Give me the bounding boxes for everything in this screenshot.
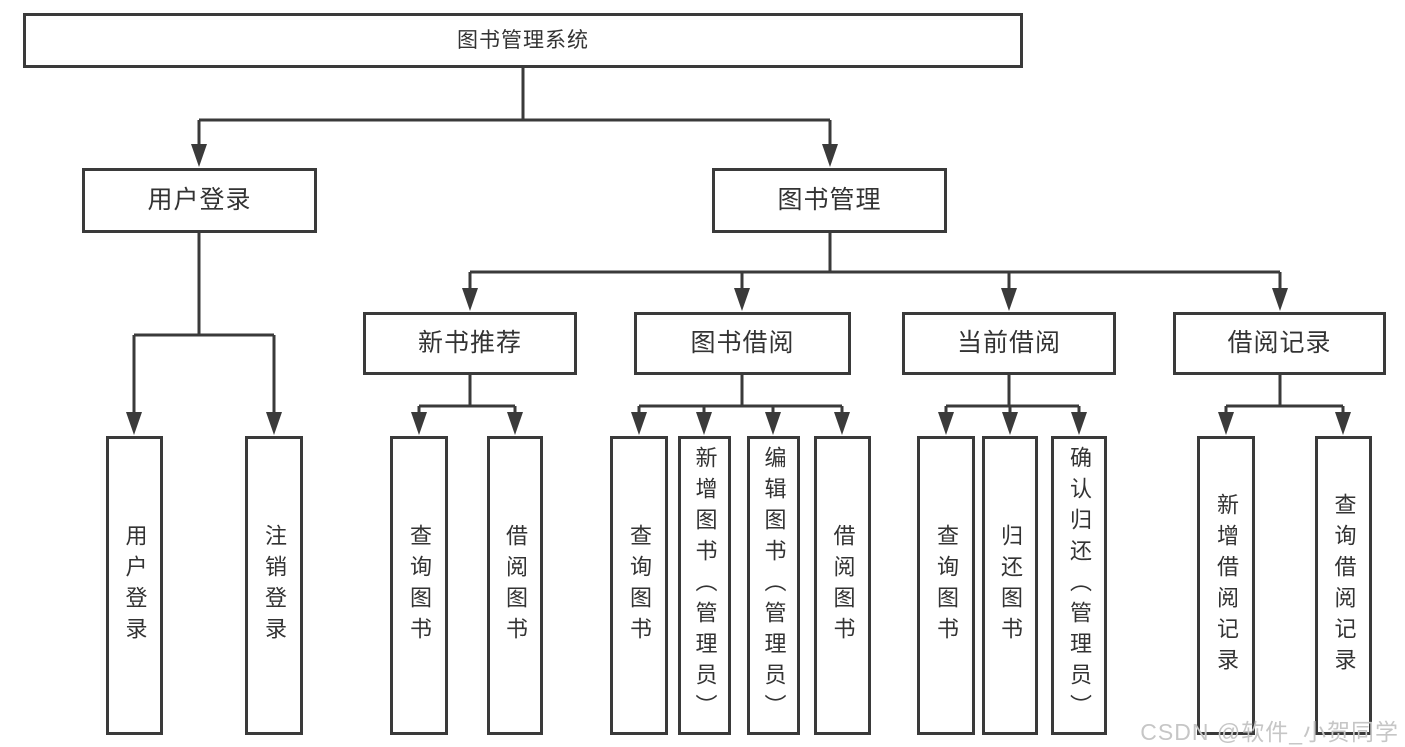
arrowhead-icon	[938, 412, 954, 435]
node-leaf-confirm-return: 确认归还（管理员）	[1051, 436, 1107, 735]
node-label: 新增图书（管理员）	[692, 446, 718, 725]
arrowhead-icon	[734, 288, 750, 311]
arrowhead-icon	[1002, 412, 1018, 435]
node-label: 借阅图书	[830, 523, 856, 648]
arrowhead-icon	[822, 144, 838, 167]
node-leaf-query-books-rec: 查询图书	[390, 436, 448, 735]
node-current-borrowing: 当前借阅	[902, 312, 1116, 375]
node-leaf-add-borrow-rec: 新增借阅记录	[1197, 436, 1255, 735]
arrowhead-icon	[1071, 412, 1087, 435]
node-label: 查询图书	[407, 523, 432, 648]
arrowhead-icon	[266, 412, 282, 435]
arrowhead-icon	[507, 412, 523, 435]
connector-path	[132, 233, 276, 418]
arrowhead-icon	[1218, 412, 1234, 435]
node-label: 借阅记录	[1227, 329, 1332, 357]
node-label: 注销登录	[262, 523, 287, 648]
connector-path	[1224, 375, 1345, 418]
node-label: 确认归还（管理员）	[1067, 446, 1092, 725]
node-leaf-add-book-admin: 新增图书（管理员）	[678, 436, 731, 735]
connector-path	[417, 375, 517, 418]
arrowhead-icon	[696, 412, 712, 435]
arrowhead-icon	[126, 412, 142, 435]
node-label: 查询图书	[627, 523, 652, 648]
arrowhead-icon	[1335, 412, 1351, 435]
node-label: 编辑图书（管理员）	[761, 446, 787, 725]
connector-path	[637, 375, 844, 418]
node-user-login-branch: 用户登录	[82, 168, 317, 233]
node-leaf-logout: 注销登录	[245, 436, 303, 735]
arrowhead-icon	[1001, 288, 1017, 311]
node-leaf-query-books-cur: 查询图书	[917, 436, 975, 735]
node-leaf-borrow-books-rec: 借阅图书	[487, 436, 543, 735]
node-book-borrowing: 图书借阅	[634, 312, 851, 375]
connector-path	[468, 233, 1282, 294]
arrowhead-icon	[1272, 288, 1288, 311]
node-leaf-borrow-books-bor: 借阅图书	[814, 436, 871, 735]
node-label: 查询借阅记录	[1331, 492, 1357, 679]
arrowhead-icon	[765, 412, 781, 435]
node-label: 借阅图书	[503, 523, 528, 648]
connector-path	[944, 375, 1081, 418]
node-label: 新增借阅记录	[1214, 492, 1239, 679]
node-label: 图书管理	[777, 186, 882, 214]
arrowhead-icon	[631, 412, 647, 435]
connector-path	[197, 68, 832, 150]
node-leaf-edit-book-admin: 编辑图书（管理员）	[747, 436, 800, 735]
node-root-system: 图书管理系统	[23, 13, 1023, 68]
node-leaf-return-book: 归还图书	[982, 436, 1038, 735]
arrowhead-icon	[191, 144, 207, 167]
arrowhead-icon	[834, 412, 850, 435]
node-label: 查询图书	[934, 523, 959, 648]
node-label: 用户登录	[122, 523, 148, 648]
node-leaf-query-books-bor: 查询图书	[610, 436, 668, 735]
node-leaf-user-login: 用户登录	[106, 436, 163, 735]
node-label: 图书借阅	[690, 329, 795, 357]
arrowhead-icon	[411, 412, 427, 435]
node-book-management-branch: 图书管理	[712, 168, 947, 233]
arrowhead-icon	[462, 288, 478, 311]
node-leaf-query-borrow-rec: 查询借阅记录	[1315, 436, 1372, 735]
node-borrowing-records: 借阅记录	[1173, 312, 1386, 375]
node-label: 当前借阅	[956, 329, 1061, 357]
node-label: 归还图书	[998, 523, 1023, 648]
node-label: 图书管理系统	[457, 29, 589, 52]
node-label: 用户登录	[147, 186, 252, 214]
node-label: 新书推荐	[417, 329, 522, 357]
node-new-book-recommend: 新书推荐	[363, 312, 577, 375]
